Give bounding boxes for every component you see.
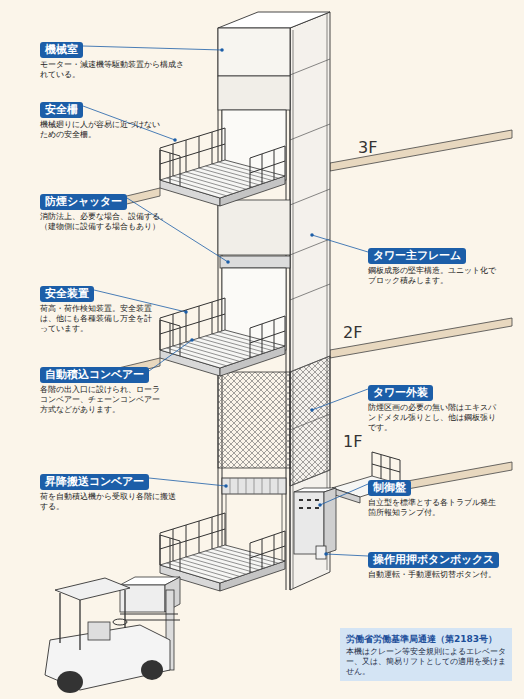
tower-post: [218, 28, 290, 590]
wheel: [141, 660, 163, 680]
callout: タワー外装防煙区画の必要の無い階はエキスパンドメタル張りとし、他は鋼板張りです。: [368, 381, 503, 432]
callout-body: 荷高・荷作検知装置。安全装置は、他にも各種装備し万全を計っています。: [40, 304, 155, 333]
callout-body: 鋼板成形の堅牢構造。ユニット化でブロック積みします。: [368, 266, 503, 286]
callout-body: 本機はクレーン等安全規則によるエレベーター、又は、簡易リフトとしての適用を受けま…: [346, 647, 506, 676]
loading-conveyor: [160, 298, 285, 376]
callout-heading: 操作用押ボタンボックス: [368, 552, 499, 568]
callout: 機械室モーター・減速機等駆動装置から構成されている。: [40, 38, 190, 80]
panel-front: [294, 492, 324, 554]
callout-body: 自立型を標準とする各トラブル発生箇所報知ランプ付。: [368, 498, 503, 518]
floor-slab: [330, 318, 512, 358]
expanded-metal: [290, 356, 330, 486]
callout-heading: 制御盤: [368, 480, 411, 496]
leader-dot: [175, 50, 326, 554]
callout-heading: 防煙シャッター: [40, 194, 127, 210]
callout: 安全柵機械廻りに人が容易に近づけないための安全柵。: [40, 98, 160, 140]
callout: 自動積込コンベアー各階の出入口に設けられ、ローラコンベアー、チェーンコンベアー方…: [40, 363, 162, 414]
callout-heading: タワー外装: [368, 385, 433, 401]
callout-body: 荷を自動積込機から受取り各階に搬送する。: [40, 492, 180, 512]
callout: 制御盤自立型を標準とする各トラブル発生箇所報知ランプ付。: [368, 476, 503, 518]
floor-label: 1F: [343, 432, 362, 451]
callout-body: モーター・減速機等駆動装置から構成されている。: [40, 60, 190, 80]
floor-slab: [330, 130, 512, 171]
machine-room-top: [218, 12, 330, 28]
button-box: [316, 546, 326, 559]
callout-heading: タワー主フレーム: [368, 248, 466, 264]
callout: 防煙シャッター消防法上、必要な場合、設備する。（建物側に設備する場合もあり）: [40, 190, 175, 232]
smoke-shutter: [220, 256, 290, 268]
callout-heading: 機械室: [40, 42, 83, 58]
callout-body: 各階の出入口に設けられ、ローラコンベアー、チェーンコンベアー方式などがあります。: [40, 385, 162, 414]
lift-carriage: [222, 478, 286, 494]
callout-heading: 労働省労働基準局通達（第2183号）: [346, 633, 506, 645]
overhead-guard: [55, 578, 130, 600]
forklift: [45, 577, 180, 693]
callout: 昇降搬送コンベアー荷を自動積込機から受取り各階に搬送する。: [40, 470, 180, 512]
steering-wheel: [113, 619, 127, 625]
callout: 安全装置荷高・荷作検知装置。安全装置は、他にも各種装備し万全を計っています。: [40, 282, 155, 333]
machine-room: [218, 28, 290, 76]
panel-side: [324, 488, 336, 554]
tower: [218, 12, 330, 590]
callout-heading: 昇降搬送コンベアー: [40, 474, 149, 490]
control-panel: [294, 488, 336, 559]
callout-heading: 安全柵: [40, 102, 83, 118]
wall-panel: [218, 200, 290, 255]
forks: [120, 614, 180, 620]
callout: タワー主フレーム鋼板成形の堅牢構造。ユニット化でブロック積みします。: [368, 244, 503, 286]
indicator-lamps: [299, 500, 319, 508]
notice-box: 労働省労働基準局通達（第2183号） 本機はクレーン等安全規則によるエレベーター、…: [340, 628, 512, 681]
wheel: [57, 671, 83, 693]
callout-body: 自動運転・手動運転切替ボタン付。: [368, 570, 508, 580]
floor-label: 2F: [343, 323, 362, 342]
callout-body: 消防法上、必要な場合、設備する。（建物側に設備する場合もあり）: [40, 212, 175, 232]
floor-label: 3F: [358, 138, 377, 157]
callout: 操作用押ボタンボックス自動運転・手動運転切替ボタン付。: [368, 548, 508, 580]
loading-conveyor: [160, 128, 285, 206]
callout-heading: 自動積込コンベアー: [40, 367, 149, 383]
seat: [88, 622, 110, 640]
callout-body: 機械廻りに人が容易に近づけないための安全柵。: [40, 120, 160, 140]
wall-panel: [218, 76, 290, 110]
callout-body: 防煙区画の必要の無い階はエキスパンドメタル張りとし、他は鋼板張りです。: [368, 403, 503, 432]
carriage-rollers: [230, 478, 278, 494]
expanded-metal: [218, 372, 290, 468]
callout-heading: 安全装置: [40, 286, 94, 302]
